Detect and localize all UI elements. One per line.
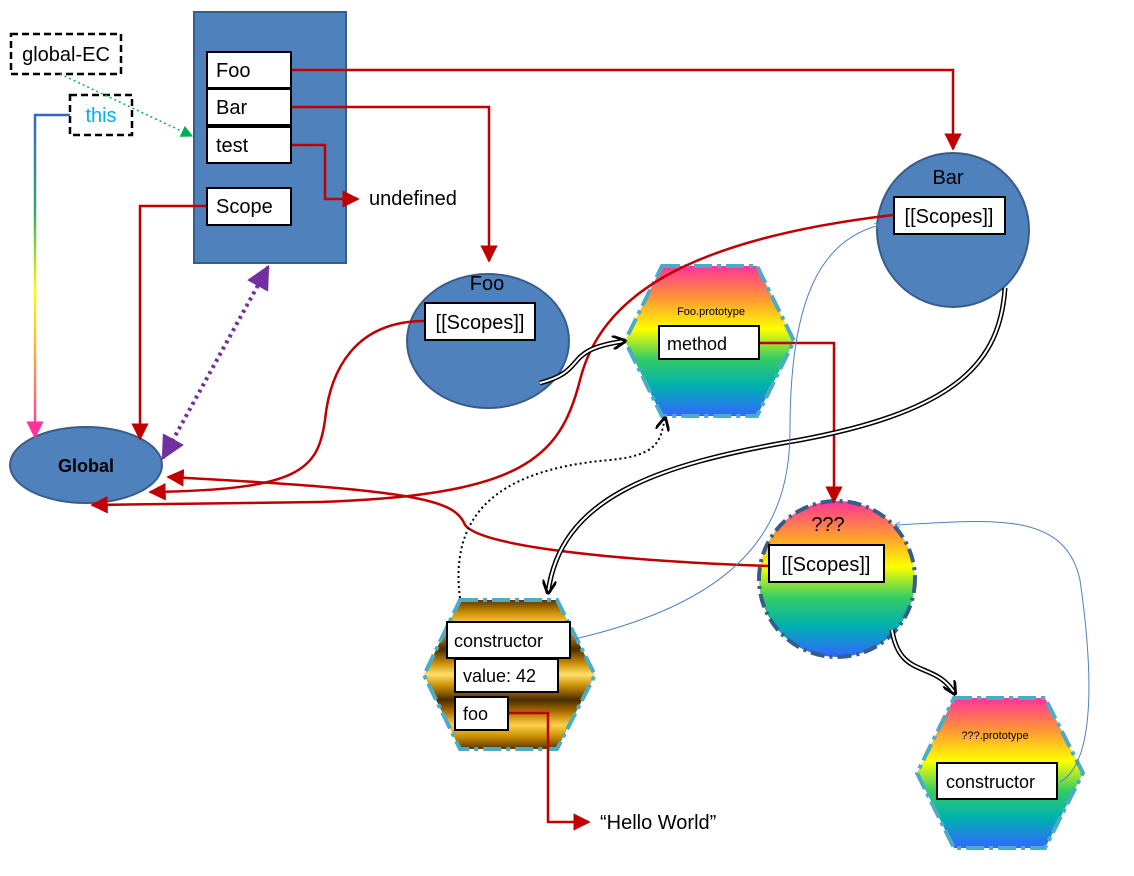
- ec-field-foo: Foo: [206, 51, 292, 89]
- ec-field-test: test: [206, 126, 292, 164]
- instance-field-foo: foo: [454, 696, 509, 731]
- test-field-arrow: [291, 143, 360, 208]
- unknown-prototype-constructor-slot: constructor: [936, 762, 1058, 800]
- unknown-prototype-constructor-label: constructor: [946, 772, 1035, 792]
- global-label: Global: [58, 456, 114, 476]
- this-label: this: [85, 105, 116, 127]
- unknown-scopes-slot: [[Scopes]]: [768, 544, 885, 583]
- bar-scopes-slot: [[Scopes]]: [893, 196, 1006, 235]
- instance-foo-label: foo: [463, 704, 488, 724]
- foo-prototype-title: Foo.prototype: [677, 306, 745, 318]
- foo-field-arrow: [291, 68, 962, 151]
- foo-circle-title: Foo: [470, 273, 504, 295]
- unknown-prototype-link-outer: [889, 629, 958, 696]
- ec-field-bar: Bar: [206, 88, 292, 126]
- bar-instance-link: [548, 287, 1006, 593]
- global-ec-box: [9, 32, 123, 76]
- instance-field-value: value: 42: [454, 658, 559, 693]
- ec-field-scope: Scope: [206, 187, 292, 226]
- instance-field-constructor: constructor: [446, 621, 571, 659]
- foo-prototype-link: [539, 341, 625, 384]
- hello-world-label: “Hello World”: [600, 812, 716, 834]
- bar-scopes-arrow: [90, 213, 894, 514]
- global-ec-label: global-EC: [22, 44, 110, 66]
- method-slot: method: [658, 325, 760, 360]
- unknown-scopes-arrow: [166, 469, 770, 568]
- bar-field-arrow: [291, 105, 498, 263]
- ec-field-scope-label: Scope: [216, 196, 273, 218]
- foo-scopes-arrow: [148, 319, 426, 501]
- undefined-label: undefined: [369, 188, 457, 210]
- unknown-circle-title: ???: [811, 514, 844, 536]
- this-box: [68, 93, 134, 137]
- constructor-thin-arrow: [569, 225, 880, 641]
- foo-scopes-label: [[Scopes]]: [436, 312, 525, 334]
- ec-field-foo-label: Foo: [216, 60, 250, 82]
- scope-arrow: [131, 204, 207, 441]
- method-label: method: [667, 334, 727, 354]
- global-ec-arrow: [59, 73, 194, 137]
- foo-scopes-slot: [[Scopes]]: [424, 302, 536, 341]
- instance-proto-dotted-arrow: [457, 418, 665, 599]
- instance-value-label: value: 42: [463, 666, 536, 686]
- unknown-scopes-label: [[Scopes]]: [782, 554, 871, 576]
- this-arrow: [26, 113, 70, 439]
- unknown-prototype-title: ???.prototype: [961, 730, 1028, 742]
- scope-global-dotted-arrow: [161, 264, 270, 461]
- unknown-prototype-link: [891, 629, 955, 694]
- instance-constructor-label: constructor: [454, 631, 543, 651]
- global-ellipse: [9, 426, 163, 504]
- ec-field-bar-label: Bar: [216, 97, 247, 119]
- foo-value-arrow: [508, 711, 591, 831]
- bar-scopes-label: [[Scopes]]: [905, 206, 994, 228]
- proto-constructor-thin-arrow: [895, 520, 1090, 783]
- method-arrow: [760, 341, 843, 504]
- bar-circle-title: Bar: [932, 167, 963, 189]
- ec-field-test-label: test: [216, 135, 249, 157]
